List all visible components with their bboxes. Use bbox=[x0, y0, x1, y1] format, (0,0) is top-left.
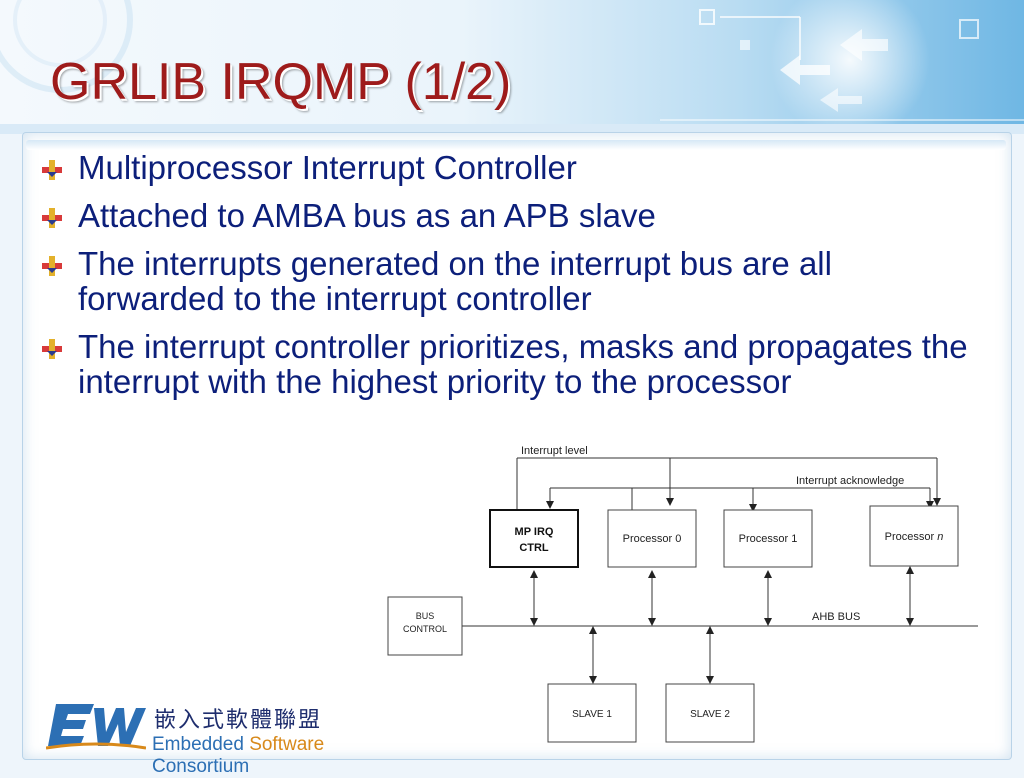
bullet-item: The interrupts generated on the interrup… bbox=[36, 246, 976, 316]
bullet-text: The interrupts generated on the interrup… bbox=[78, 245, 832, 317]
slave-2-label: SLAVE 2 bbox=[690, 709, 730, 720]
processor-0-label: Processor 0 bbox=[623, 533, 682, 545]
control-label: CONTROL bbox=[403, 624, 447, 634]
ctrl-label: CTRL bbox=[519, 542, 549, 554]
bullet-arrow-icon bbox=[42, 160, 62, 180]
processor-1-label: Processor 1 bbox=[739, 533, 798, 545]
ahb-bus-label: AHB BUS bbox=[812, 611, 860, 623]
mp-irq-ctrl-box bbox=[489, 509, 579, 568]
processor-n-box bbox=[869, 505, 959, 567]
bullet-item: The interrupt controller prioritizes, ma… bbox=[36, 329, 976, 399]
bus-label: BUS bbox=[416, 611, 435, 621]
bullet-text: Attached to AMBA bus as an APB slave bbox=[78, 197, 656, 234]
mp-irq-label: MP IRQ bbox=[515, 526, 554, 538]
content-panel bbox=[22, 132, 1012, 760]
processor-0-box bbox=[607, 509, 697, 568]
logo-chinese-name: 嵌入式軟體聯盟 bbox=[154, 708, 323, 733]
processor-1-box bbox=[723, 509, 813, 568]
bus-control-box bbox=[387, 596, 463, 656]
bullet-item: Multiprocessor Interrupt Controller bbox=[36, 150, 976, 185]
slave-2-box bbox=[665, 683, 755, 743]
slave-1-label: SLAVE 1 bbox=[572, 709, 612, 720]
bullet-arrow-icon bbox=[42, 208, 62, 228]
bullet-text: The interrupt controller prioritizes, ma… bbox=[78, 328, 968, 400]
bullet-item: Attached to AMBA bus as an APB slave bbox=[36, 198, 976, 233]
processor-n-label: Processor n bbox=[885, 531, 944, 543]
content-panel-topbar bbox=[26, 140, 1006, 150]
bullet-arrow-icon bbox=[42, 256, 62, 276]
slave-1-box bbox=[547, 683, 637, 743]
interrupt-ack-label: Interrupt acknowledge bbox=[796, 475, 904, 487]
slide-title: GRLIB IRQMP (1/2) bbox=[50, 53, 512, 111]
logo-english-name: Embedded Software Consortium bbox=[152, 734, 325, 777]
irqmp-block-diagram: Interrupt level Interrupt acknowledge MP… bbox=[387, 445, 978, 743]
header-decoration bbox=[0, 0, 1024, 134]
bullet-arrow-icon bbox=[42, 339, 62, 359]
interrupt-level-label: Interrupt level bbox=[521, 445, 588, 457]
bullet-list: Multiprocessor Interrupt Controller Atta… bbox=[36, 150, 976, 412]
bullet-text: Multiprocessor Interrupt Controller bbox=[78, 149, 577, 186]
esw-logo-mark bbox=[46, 704, 146, 750]
esc-logo: 嵌入式軟體聯盟 Embedded Software Consortium bbox=[46, 696, 406, 777]
header-banner bbox=[0, 0, 1024, 134]
